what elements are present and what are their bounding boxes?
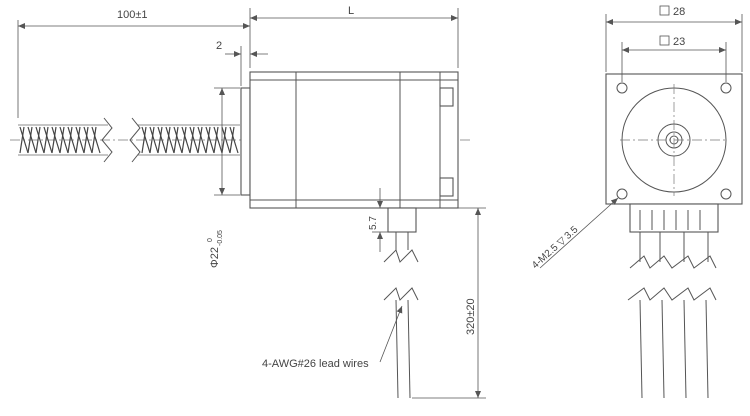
diameter-label: Φ22 [209, 247, 221, 268]
front-wire-2 [661, 299, 665, 399]
square-symbol-28 [659, 5, 670, 16]
mount-hole-leader [539, 197, 619, 269]
mount-hole-tl [616, 82, 628, 94]
connector-height-label: 5.7 [368, 216, 379, 230]
hole-depth-label: 3.5 [563, 224, 581, 242]
lead-wire-1 [395, 299, 399, 399]
flange-step-label: 2 [216, 40, 222, 52]
motor-body [249, 71, 459, 209]
mount-holes-label: 4-M2.5 [530, 242, 561, 271]
diameter-tol-lower: -0.05 [217, 230, 224, 246]
wire-break-bottom [383, 287, 419, 301]
side-view: 100±1 L 2 Φ22 0 -0.05 5.7 320±20 4-A [10, 5, 486, 399]
rear-tab-top [439, 87, 454, 107]
shaft-length-label: 100±1 [117, 9, 148, 21]
front-view: 28 23 4-M2.5 ▽ 3.5 [530, 5, 743, 399]
mounting-boss [240, 87, 251, 196]
rear-tab-bottom [439, 177, 454, 197]
flange-square-label: 28 [673, 6, 685, 18]
mount-hole-tr [720, 82, 732, 94]
lead-wires-leader [379, 305, 403, 363]
mount-hole-br [720, 188, 732, 200]
front-wire-4 [705, 299, 709, 399]
front-connector [629, 203, 719, 233]
lead-wire-2 [407, 299, 411, 399]
diameter-tol-upper: 0 [207, 238, 214, 242]
lead-length-label: 320±20 [465, 298, 477, 335]
front-wire-3 [683, 299, 687, 399]
front-wire-break-top [629, 255, 717, 269]
break-mark-left [101, 117, 113, 163]
lead-wires-label: 4-AWG#26 lead wires [262, 358, 369, 370]
mount-hole-bl [616, 188, 628, 200]
lead-screw-right [138, 124, 240, 156]
square-symbol-23 [659, 35, 670, 46]
lead-screw-left [18, 124, 108, 156]
wire-break-top [383, 249, 419, 263]
break-mark-right [129, 117, 141, 163]
hole-square-label: 23 [673, 36, 685, 48]
front-wire-1 [639, 299, 643, 399]
front-wire-break-bottom [627, 287, 717, 301]
connector [387, 207, 417, 233]
motor-length-label: L [348, 5, 354, 17]
